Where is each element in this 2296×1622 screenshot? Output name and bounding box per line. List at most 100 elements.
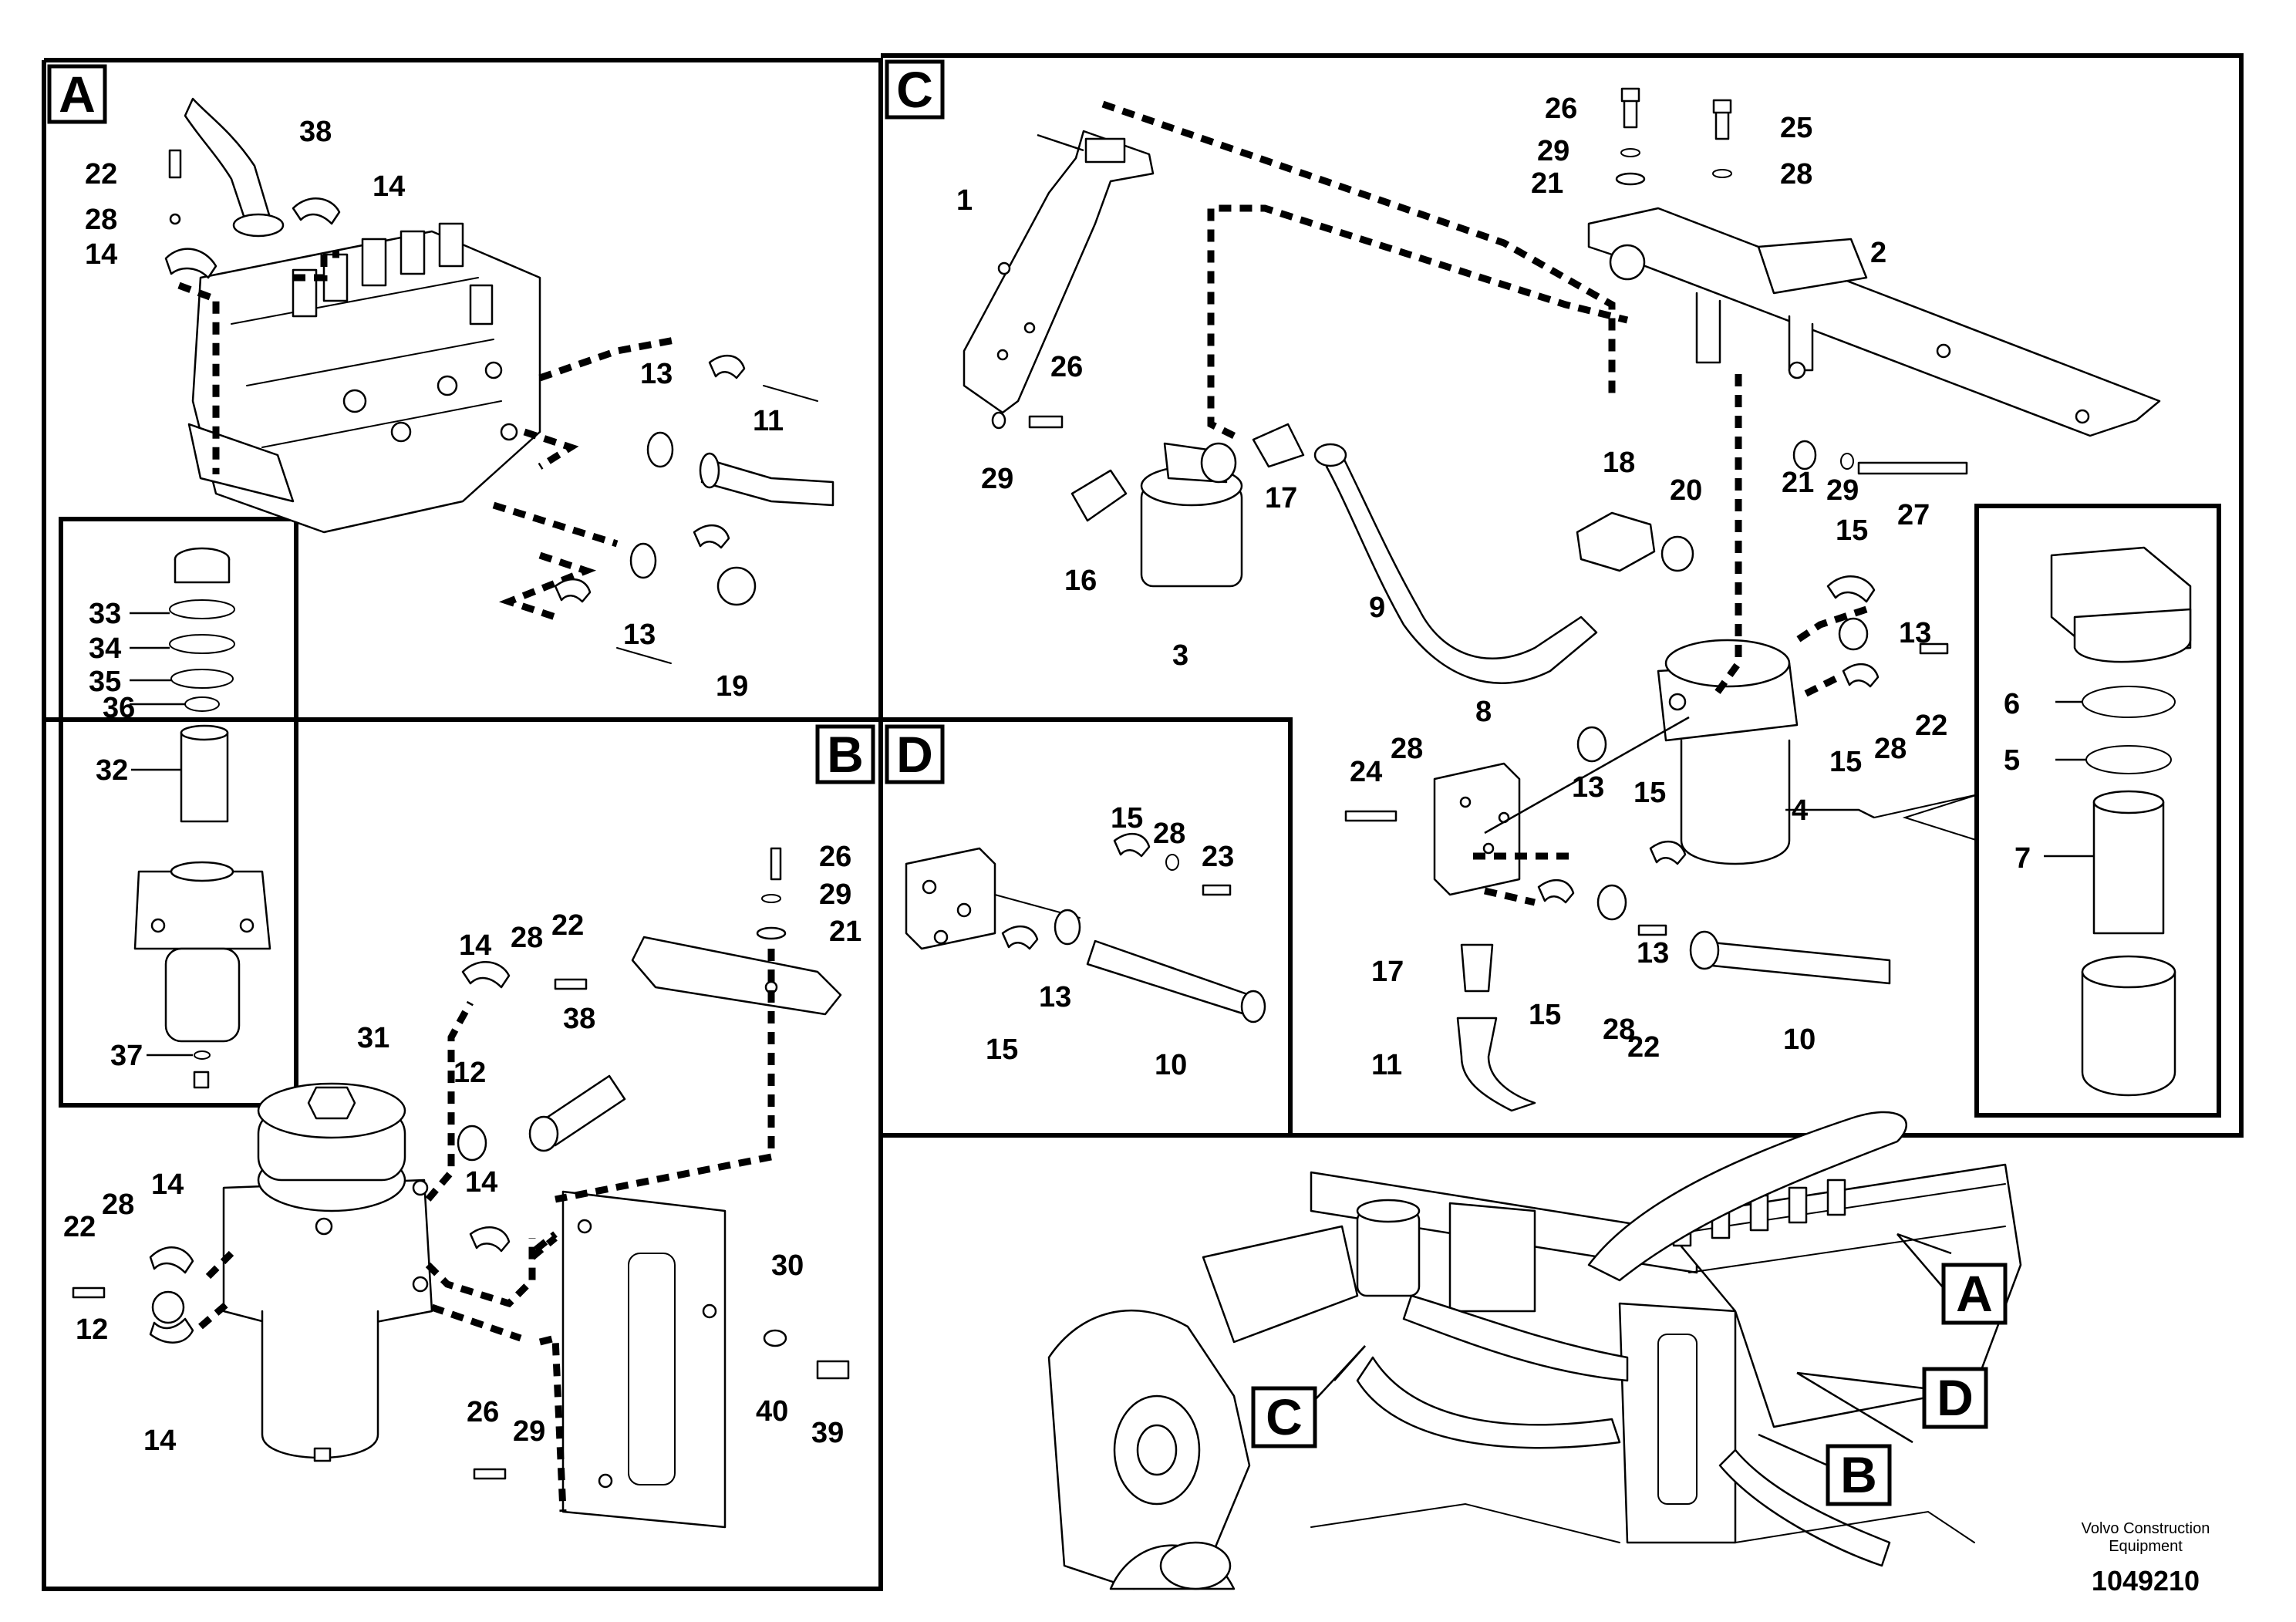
callout: 40 — [756, 1395, 788, 1428]
filter-inset-frame-a — [59, 517, 298, 1108]
callout: 15 — [1836, 514, 1868, 547]
hose-38 — [184, 97, 271, 227]
callout: 8 — [1475, 696, 1492, 728]
clamp-half-14 — [292, 197, 341, 225]
callout: 22 — [551, 909, 584, 942]
callout: 17 — [1265, 482, 1297, 514]
brand-line-1: Volvo Construction — [2082, 1520, 2210, 1537]
callout: 29 — [1537, 135, 1569, 167]
callout: 19 — [716, 670, 748, 703]
callout: 2 — [1870, 237, 1886, 269]
screw-27 — [1857, 461, 1968, 475]
tube-11 — [700, 457, 834, 507]
svg-text:A: A — [59, 66, 96, 123]
callout: 29 — [819, 878, 851, 911]
brand-line-2: Equipment — [2109, 1538, 2183, 1555]
section-label-d: D — [885, 724, 945, 784]
callout: 15 — [1529, 999, 1561, 1031]
callout: 29 — [513, 1415, 545, 1448]
fitting-17 — [1460, 943, 1494, 993]
section-label-a: A — [47, 64, 107, 124]
callout: 15 — [986, 1034, 1018, 1066]
block-8 — [1433, 762, 1521, 896]
callout: 28 — [1874, 733, 1907, 765]
callout: 10 — [1155, 1049, 1187, 1081]
callout: 28 — [1153, 818, 1185, 850]
callout: 20 — [1670, 474, 1702, 507]
svg-text:D: D — [896, 726, 933, 783]
svg-text:C: C — [896, 61, 933, 118]
callout: 7 — [2014, 842, 2031, 875]
callout: 27 — [1897, 499, 1930, 531]
bracket-1 — [963, 130, 1155, 414]
callout: 31 — [357, 1022, 389, 1054]
callout: 13 — [1899, 617, 1931, 649]
callout: 26 — [1050, 351, 1083, 383]
filter-element-7 — [2092, 801, 2165, 935]
callout: 28 — [1780, 158, 1812, 191]
section-b-drawing — [72, 847, 850, 1529]
callout: 14 — [151, 1168, 184, 1201]
section-label-b: B — [815, 724, 875, 784]
document-number: 1049210 — [2092, 1565, 2200, 1597]
callout: 34 — [89, 632, 121, 665]
section-label-c: C — [885, 59, 945, 120]
section-c-drawing — [963, 87, 2161, 1112]
filter-inset-c — [2044, 546, 2192, 1097]
filter-bowl — [164, 947, 241, 1043]
bracket-overview — [1202, 1225, 1359, 1344]
callout: 28 — [102, 1189, 134, 1221]
callout: 22 — [85, 158, 117, 191]
callout: 21 — [829, 916, 861, 948]
callout: 11 — [1371, 1049, 1402, 1081]
svg-text:B: B — [1840, 1446, 1877, 1503]
filter-bowl — [2081, 970, 2176, 1097]
machine-overview — [1047, 1111, 2022, 1590]
cap-20 — [1660, 535, 1694, 572]
callout: 9 — [1369, 592, 1385, 624]
svg-text:A: A — [1956, 1265, 1993, 1322]
callouts-b: 26 29 21 14 28 22 38 31 12 14 22 28 14 1… — [63, 841, 861, 1457]
filter-head — [133, 870, 271, 950]
callout: 22 — [1627, 1031, 1660, 1064]
callouts-a: 38 14 22 28 14 13 11 13 19 33 34 35 36 3… — [85, 116, 784, 1072]
callout: 13 — [1572, 771, 1604, 804]
callout: 5 — [2004, 744, 2020, 777]
callouts-c-inset: 6 5 7 — [2004, 688, 2031, 875]
filter-bowl-4 — [1680, 739, 1791, 865]
callout: 28 — [85, 204, 117, 236]
callout: 38 — [299, 116, 332, 148]
callout: 10 — [1783, 1023, 1816, 1056]
callout: 26 — [819, 841, 851, 873]
callout: 14 — [85, 238, 117, 271]
callout: 15 — [1111, 802, 1143, 835]
svg-text:C: C — [1266, 1388, 1303, 1445]
valve-section-d — [905, 847, 996, 950]
fitting-17 — [1252, 423, 1305, 468]
callout: 30 — [771, 1249, 804, 1282]
callout: 32 — [96, 754, 128, 787]
callout: 14 — [459, 929, 491, 962]
overview-label-b: B — [1758, 1433, 1892, 1506]
callout: 25 — [1780, 112, 1812, 144]
filter-inset-a — [130, 547, 271, 1089]
section-a-drawing — [164, 97, 834, 664]
hose-10 — [1695, 939, 1891, 985]
callout: 24 — [1350, 756, 1382, 788]
callout: 15 — [1829, 746, 1862, 778]
callout: 39 — [811, 1417, 844, 1449]
callout: 12 — [453, 1057, 486, 1089]
callout: 29 — [1826, 474, 1859, 507]
filter-cap — [174, 558, 231, 584]
filter-inset-frame-c — [1974, 504, 2221, 1118]
fitting-16 — [1070, 469, 1128, 522]
svg-text:D: D — [1937, 1369, 1974, 1426]
callout: 22 — [63, 1211, 96, 1243]
callout: 4 — [1792, 794, 1808, 827]
callouts-d: 15 28 23 13 15 10 — [986, 802, 1234, 1081]
callout: 13 — [1637, 937, 1669, 969]
callout: 14 — [143, 1425, 176, 1457]
bracket-30-overview — [1618, 1302, 1737, 1544]
callout: 18 — [1603, 447, 1635, 479]
